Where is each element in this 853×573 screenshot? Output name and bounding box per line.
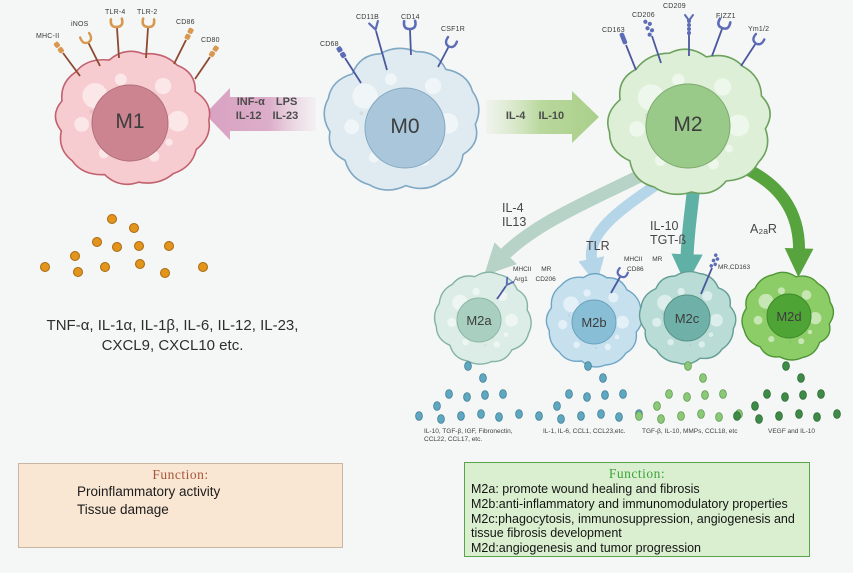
arrow-m0-m1-label: INF-α LPS IL-12 IL-23 bbox=[222, 96, 312, 124]
arrow-m2d-label: A₂ₐR bbox=[750, 222, 777, 236]
arrow-m0-to-m1 bbox=[205, 88, 316, 140]
receptor-label-fizz1: FIZZ1 bbox=[716, 13, 736, 20]
m1-secretions-line1: TNF-α, IL-1α, IL-1β, IL-6, IL-12, IL-23, bbox=[46, 317, 299, 334]
m2a-nucleus bbox=[456, 297, 502, 343]
receptor-label-cd209: CD209 bbox=[663, 3, 686, 10]
arrow-m2-to-m2d bbox=[737, 160, 814, 278]
receptor-label-cd80: CD80 bbox=[201, 37, 220, 44]
m2-cell bbox=[607, 48, 771, 196]
m2c-nucleus bbox=[663, 294, 711, 342]
m2a-receptor-line2: Arg1 CD206 bbox=[514, 276, 556, 283]
m1-cell bbox=[54, 50, 211, 186]
receptor-label-csf1r: CSF1R bbox=[441, 26, 465, 33]
arrow-m0-m1-line2: IL-12 IL-23 bbox=[235, 109, 299, 122]
receptor-label-cd68: CD68 bbox=[320, 41, 339, 48]
m2d-nucleus bbox=[766, 293, 812, 339]
function-box-m1: Function: Proinflammatory activity Tissu… bbox=[18, 463, 343, 548]
arrow-m2-to-m2b bbox=[578, 175, 667, 285]
function-box-m1-title: Function: bbox=[152, 467, 209, 482]
function-box-m2: Function: M2a: promote wound healing and… bbox=[464, 462, 810, 557]
m2b-secretion-dots bbox=[535, 361, 643, 424]
arrow-m2-to-m2a bbox=[483, 164, 655, 276]
receptor-glyphs bbox=[53, 14, 766, 300]
receptor-label-cd206: CD206 bbox=[632, 12, 655, 19]
arrow-m0-m1-line1: INF-α LPS bbox=[236, 96, 298, 108]
m2d-label: M2d bbox=[776, 309, 802, 324]
m2c-secretion-dots bbox=[635, 361, 743, 424]
m2-nucleus bbox=[645, 83, 731, 169]
arrow-m2a-line1: IL-4 bbox=[502, 201, 524, 215]
function-m1-line2: Tissue damage bbox=[77, 501, 169, 517]
function-box-m2-title: Function: bbox=[608, 466, 666, 481]
function-m2b-item: M2b:anti-inflammatory and immunomodulato… bbox=[471, 496, 788, 511]
m2a-label: M2a bbox=[466, 313, 492, 328]
m2c-cell bbox=[638, 270, 737, 365]
m0-cell bbox=[323, 47, 480, 191]
arrow-m2b-label: TLR bbox=[586, 239, 610, 253]
m2d-secretion-dots bbox=[733, 361, 841, 424]
m0-label: M0 bbox=[390, 115, 420, 138]
arrow-m2a-label: IL-4 IL13 bbox=[502, 201, 526, 230]
m2b-receptor-line1: MHCII MR bbox=[624, 256, 663, 263]
receptor-label-ym12: Ym1/2 bbox=[748, 26, 770, 33]
m1-secretions-caption: TNF-α, IL-1α, IL-1β, IL-6, IL-12, IL-23,… bbox=[25, 316, 320, 355]
m2a-secretion-dots bbox=[415, 361, 523, 424]
receptor-label-cd11b: CD11B bbox=[356, 14, 380, 21]
m1-secretions-line2: CXCL9, CXCL10 etc. bbox=[101, 336, 244, 354]
m2b-cell bbox=[545, 272, 644, 368]
arrow-m2c-label: IL-10 TGT-ß bbox=[650, 219, 686, 248]
m2b-receptor-line2: CD86 bbox=[627, 266, 644, 273]
arrow-m2-to-m2c bbox=[671, 182, 703, 286]
m1-label: M1 bbox=[115, 110, 145, 133]
m2c-receptor-label: MR,CD163 bbox=[718, 264, 751, 271]
m1-nucleus bbox=[91, 84, 169, 162]
receptor-label-tlr4: TLR-4 bbox=[105, 9, 126, 16]
arrow-m2c-line2: TGT-ß bbox=[650, 233, 687, 248]
m2b-secretions-caption: IL-1, IL-6, CCL1, CCL23,etc. bbox=[543, 428, 626, 435]
receptor-label-mhcii: MHC-II bbox=[36, 33, 60, 40]
function-m1-line1: Proinflammatory activity bbox=[77, 484, 221, 499]
function-m2c-item: M2c:phagocytosis, immunosuppression, ang… bbox=[471, 511, 795, 541]
m2d-cell bbox=[741, 271, 835, 361]
function-m2a-item: M2a: promote wound healing and fibrosis bbox=[471, 482, 700, 496]
m2a-secretions-caption: IL-10, TGF-β, IGF, Fibronectin, CCL22, C… bbox=[424, 428, 513, 444]
arrow-m2a-line2: IL13 bbox=[502, 215, 527, 230]
receptor-label-cd163: CD163 bbox=[602, 27, 625, 34]
m0-nucleus bbox=[364, 87, 446, 169]
m2c-label: M2c bbox=[674, 311, 700, 326]
function-m2d-item: M2d:angiogenesis and tumor progression bbox=[471, 541, 701, 555]
receptor-label-tlr2: TLR-2 bbox=[137, 9, 158, 16]
arrow-m0-m2-label: IL-4 IL-10 bbox=[505, 110, 565, 122]
m2a-receptor-line1: MHCII MR bbox=[513, 266, 552, 273]
receptor-label-cd86: CD86 bbox=[176, 19, 195, 26]
m2b-nucleus bbox=[571, 299, 617, 345]
receptor-label-inos: iNOS bbox=[71, 21, 89, 28]
m2-label: M2 bbox=[673, 113, 703, 136]
receptor-label-cd14: CD14 bbox=[401, 14, 420, 21]
m2c-secretions-caption: TGF-β, IL-10, MMPs, CCL18, etc bbox=[642, 428, 738, 435]
m1-secretion-dots bbox=[40, 214, 208, 278]
m2a-cell bbox=[433, 271, 532, 365]
m2d-secretions-caption: VEGF and IL-10 bbox=[768, 428, 815, 435]
arrow-m2c-line1: IL-10 bbox=[650, 219, 679, 233]
m2b-label: M2b bbox=[581, 315, 607, 330]
arrow-m0-to-m2 bbox=[486, 91, 599, 143]
